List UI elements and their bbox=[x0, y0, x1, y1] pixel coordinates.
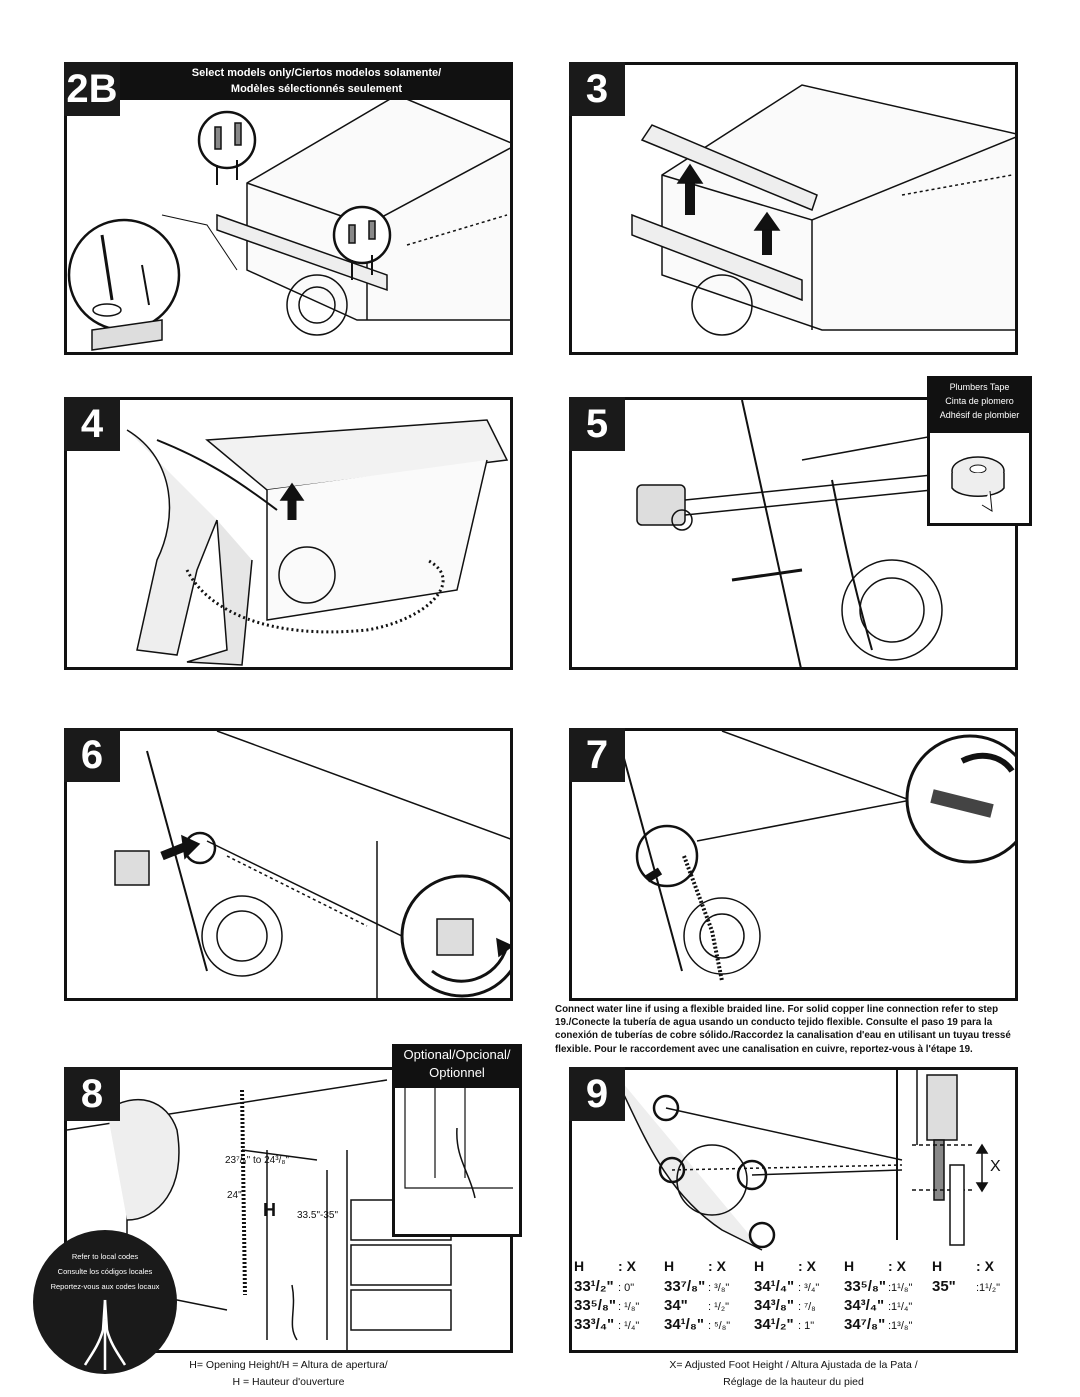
codes-line-fr: Reportez-vous aux codes locaux bbox=[50, 1282, 160, 1291]
height-table-col-1: H: X 33¹/₂": 0" 33⁵/₈": ¹/₈" 33³/₄": ¹/₄… bbox=[574, 1258, 639, 1335]
table-row: 33⁷/₈": ³/₈" bbox=[664, 1278, 730, 1295]
tape-label-en: Plumbers Tape bbox=[949, 382, 1010, 392]
step-5-number: 5 bbox=[569, 397, 625, 451]
step-9-caption-line-2: Réglage de la hauteur du pied bbox=[723, 1376, 864, 1388]
local-codes-badge: Refer to local codes Consulte los código… bbox=[33, 1230, 177, 1374]
water-line-note: Connect water line if using a flexible b… bbox=[555, 1004, 1011, 1055]
optional-label: Optional/Opcional/ Optionnel bbox=[392, 1044, 522, 1085]
step-7-panel bbox=[569, 728, 1018, 1001]
table-row: 34¹/₂": 1" bbox=[754, 1316, 815, 1333]
step-3-illustration bbox=[631, 84, 1015, 336]
dim-width-label: 23⁷/₈" to 24³/₈" bbox=[225, 1155, 290, 1166]
table-row: 34": ¹/₂" bbox=[664, 1297, 730, 1314]
table-row: 33¹/₂": 0" bbox=[574, 1278, 635, 1295]
step-2b-number: 2B bbox=[64, 62, 120, 116]
codes-wires-icon bbox=[83, 1299, 127, 1370]
table-row: 34³/₄":1¹/₄" bbox=[844, 1297, 913, 1314]
step-8-caption-line-2: H = Hauteur d'ouverture bbox=[232, 1376, 345, 1388]
step-6-illustration bbox=[114, 731, 510, 998]
step-6-number: 6 bbox=[64, 728, 120, 782]
step-8-caption-line-1: H= Opening Height/H = Altura de apertura… bbox=[189, 1359, 388, 1371]
step-7-number: 7 bbox=[569, 728, 625, 782]
tape-roll-icon bbox=[951, 456, 1005, 512]
step-3-number: 3 bbox=[569, 62, 625, 116]
dim-24-label: 24" bbox=[227, 1190, 242, 1201]
optional-line-1: Optional/Opcional/ bbox=[403, 1047, 511, 1062]
plumbers-tape-inset bbox=[927, 430, 1032, 526]
height-table-col-3: H: X 34¹/₄": ³/₄" 34³/₈": ⁷/₈ 34¹/₂": 1" bbox=[754, 1258, 819, 1335]
height-table-header: H: X bbox=[664, 1258, 726, 1274]
step-9-caption-line-1: X= Adjusted Foot Height / Altura Ajustad… bbox=[669, 1359, 918, 1371]
height-table-col-2: H: X 33⁷/₈": ³/₈" 34": ¹/₂" 34¹/₈": ⁵/₈" bbox=[664, 1258, 730, 1335]
table-row: 34⁷/₈":1³/₈" bbox=[844, 1316, 913, 1333]
step-4-panel bbox=[64, 397, 513, 670]
height-table-header: H: X bbox=[932, 1258, 994, 1274]
table-row: 34¹/₄": ³/₄" bbox=[754, 1278, 820, 1295]
height-table-col-4: H: X 33⁵/₈":1¹/₈" 34³/₄":1¹/₄" 34⁷/₈":1³… bbox=[844, 1258, 912, 1335]
h-letter: H bbox=[263, 1200, 276, 1220]
tape-label-es: Cinta de plomero bbox=[945, 396, 1014, 406]
height-table-header: H: X bbox=[754, 1258, 816, 1274]
plumbers-tape-label: Plumbers Tape Cinta de plomero Adhésif d… bbox=[927, 376, 1032, 430]
step-2b-illustration bbox=[67, 94, 510, 351]
table-row: 33⁵/₈":1¹/₈" bbox=[844, 1278, 913, 1295]
banner-line-2: Modèles sélectionnés seulement bbox=[230, 83, 403, 95]
step-3-panel bbox=[569, 62, 1018, 355]
step-8-number: 8 bbox=[64, 1067, 120, 1121]
table-row: 34¹/₈": ⁵/₈" bbox=[664, 1316, 731, 1333]
codes-line-es: Consulte los códigos locales bbox=[57, 1267, 153, 1276]
optional-illustration bbox=[404, 1088, 513, 1199]
step-7-illustration bbox=[621, 731, 1015, 982]
table-row: 33³/₄": ¹/₄" bbox=[574, 1316, 640, 1333]
step-4-number: 4 bbox=[64, 397, 120, 451]
height-table-header: H: X bbox=[844, 1258, 906, 1274]
step-9-illustration bbox=[611, 1070, 989, 1251]
optional-line-2: Optionnel bbox=[429, 1065, 485, 1080]
height-table: H: X 33¹/₂": 0" 33⁵/₈": ¹/₈" 33³/₄": ¹/₄… bbox=[572, 1258, 1017, 1336]
codes-line-en: Refer to local codes bbox=[71, 1252, 139, 1261]
step-9-number: 9 bbox=[569, 1067, 625, 1121]
step-6-panel bbox=[64, 728, 513, 1001]
step-9-panel: X bbox=[569, 1067, 1018, 1353]
table-row: 33⁵/₈": ¹/₈" bbox=[574, 1297, 640, 1314]
step-4-illustration bbox=[126, 419, 509, 666]
x-letter: X bbox=[990, 1158, 1001, 1175]
step-2b-panel bbox=[64, 62, 513, 355]
optional-inset bbox=[392, 1085, 522, 1237]
dim-height-label: 33.5"-35" bbox=[297, 1210, 339, 1221]
step-2b-banner: Select models only/Ciertos modelos solam… bbox=[120, 62, 513, 100]
tape-label-fr: Adhésif de plombier bbox=[939, 410, 1020, 420]
step-8-caption: H= Opening Height/H = Altura de apertura… bbox=[64, 1357, 513, 1391]
height-table-header: H: X bbox=[574, 1258, 636, 1274]
step-9-caption: X= Adjusted Foot Height / Altura Ajustad… bbox=[569, 1357, 1018, 1391]
table-row: 34³/₈": ⁷/₈ bbox=[754, 1297, 816, 1314]
table-row: 35":1¹/₂" bbox=[932, 1278, 1001, 1295]
height-table-col-5: H: X 35":1¹/₂" bbox=[932, 1258, 1000, 1297]
step-8-illustration bbox=[67, 1079, 452, 1350]
banner-line-1: Select models only/Ciertos modelos solam… bbox=[191, 67, 442, 79]
